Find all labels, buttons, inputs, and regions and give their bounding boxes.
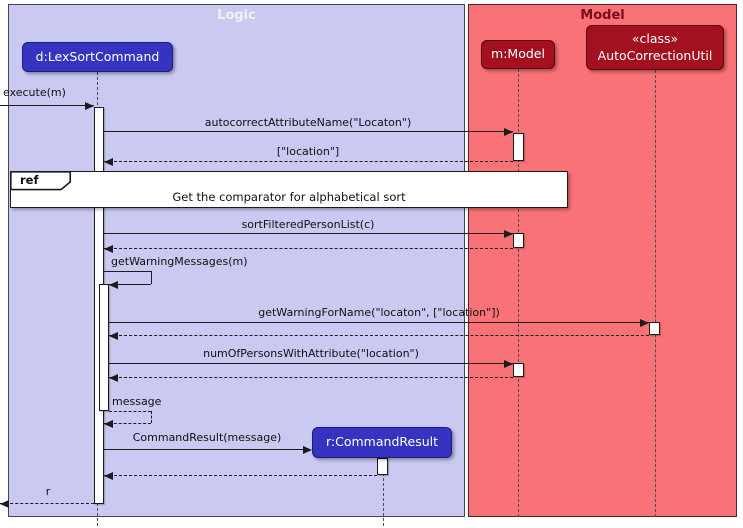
participant-commandresult-label: r:CommandResult <box>326 434 438 450</box>
label-command-result: CommandResult(message) <box>132 431 282 444</box>
participant-commandresult: r:CommandResult <box>312 427 452 458</box>
arrowhead-sort-return-icon <box>104 244 113 253</box>
label-get-warning-messages: getWarningMessages(m) <box>111 255 248 268</box>
participant-lexsortcommand: d:LexSortCommand <box>22 42 173 72</box>
participant-autocorrectionutil-stereotype: «class» <box>631 30 679 46</box>
arrow-get-warning-return <box>109 335 649 336</box>
ref-text: Get the comparator for alphabetical sort <box>172 190 406 204</box>
arrowhead-r-return-icon <box>0 499 9 508</box>
participant-lexsortcommand-label: d:LexSortCommand <box>35 48 160 64</box>
arrowhead-command-return-icon <box>104 471 113 480</box>
arrow-autocorrect-attribute <box>104 131 513 132</box>
lifeline-autocorrectionutil <box>654 70 656 517</box>
frame-model: Model <box>468 4 737 517</box>
participant-autocorrectionutil: «class» AutoCorrectionUtil <box>586 25 724 70</box>
ref-fragment: ref Get the comparator for alphabetical … <box>10 171 568 208</box>
activation-autocorrectionutil <box>649 322 660 335</box>
label-autocorrect-attribute: autocorrectAttributeName("Locaton") <box>204 116 412 129</box>
arrow-num-of-persons-return <box>109 377 513 378</box>
activation-commandresult <box>377 458 388 475</box>
arrow-location-return <box>104 161 513 162</box>
arrow-self-call-bottom <box>109 284 151 285</box>
activation-model-2 <box>513 233 524 248</box>
label-get-warning-for-name: getWarningForName("locaton", ["location"… <box>258 306 500 319</box>
activation-lexsort-nested <box>99 284 109 411</box>
arrow-self-call-side <box>151 271 152 284</box>
arrow-sort-filtered <box>104 233 513 234</box>
arrowhead-self-call-icon <box>109 280 118 289</box>
arrowhead-get-warning-return-icon <box>109 331 118 340</box>
label-message-return: message <box>112 395 162 408</box>
participant-model: m:Model <box>481 40 555 69</box>
arrowhead-num-return-icon <box>109 373 118 382</box>
arrow-command-result <box>104 449 303 450</box>
frame-logic-title: Logic <box>217 8 256 23</box>
arrowhead-num-of-persons-icon <box>504 359 513 368</box>
arrow-get-warning-for-name <box>109 322 649 323</box>
activation-model-1 <box>513 133 524 161</box>
label-location-return: ["location"] <box>276 145 340 158</box>
arrow-execute <box>0 105 94 106</box>
ref-pentagon-shape <box>10 171 71 191</box>
arrow-sort-filtered-return <box>104 248 513 249</box>
arrow-message-return-top <box>109 411 151 412</box>
arrowhead-autocorrect-icon <box>504 127 513 136</box>
label-r-return: r <box>45 485 51 498</box>
arrowhead-command-result-icon <box>303 445 312 454</box>
lifeline-commandresult <box>382 458 384 526</box>
arrowhead-execute-icon <box>85 101 94 110</box>
arrow-command-result-return <box>104 475 377 476</box>
arrow-self-call-top <box>104 271 151 272</box>
arrow-message-return-side <box>151 411 152 423</box>
activation-model-3 <box>513 363 524 377</box>
participant-autocorrectionutil-label: AutoCorrectionUtil <box>597 47 713 63</box>
arrowhead-location-return-icon <box>104 157 113 166</box>
arrowhead-get-warning-icon <box>640 318 649 327</box>
frame-model-title: Model <box>580 8 625 23</box>
label-num-of-persons: numOfPersonsWithAttribute("location") <box>203 347 419 360</box>
arrow-num-of-persons <box>109 363 513 364</box>
arrowhead-sort-filtered-icon <box>504 229 513 238</box>
arrow-message-return-bottom <box>104 423 151 424</box>
arrow-r-return <box>0 503 94 504</box>
lifeline-model <box>517 69 519 517</box>
arrowhead-message-return-icon <box>104 419 113 428</box>
ref-keyword: ref <box>20 173 39 187</box>
label-sort-filtered: sortFilteredPersonList(c) <box>241 218 375 231</box>
participant-model-label: m:Model <box>491 46 545 62</box>
label-execute: execute(m) <box>3 86 66 99</box>
